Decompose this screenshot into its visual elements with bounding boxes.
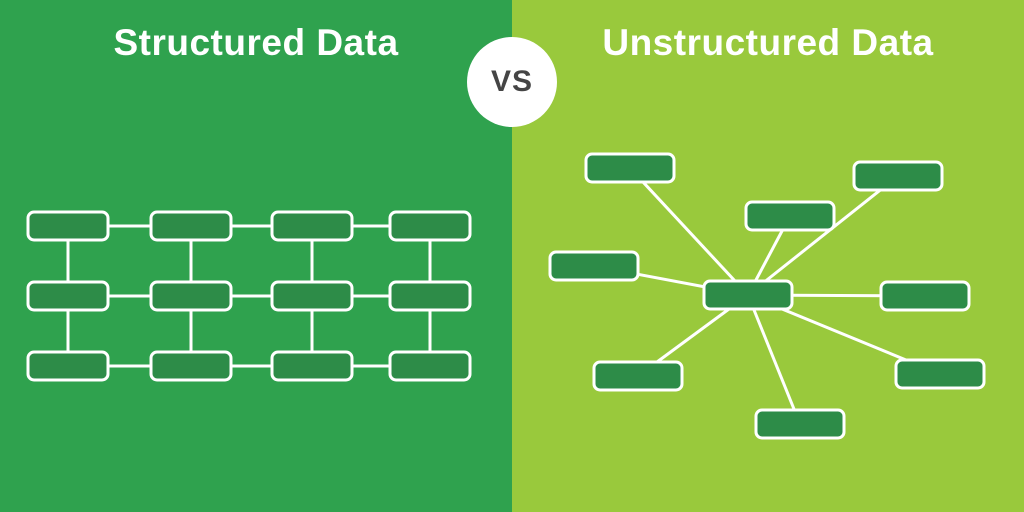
unstructured-title: Unstructured Data	[602, 22, 934, 63]
structured-title: Structured Data	[113, 22, 399, 63]
vs-label: VS	[490, 65, 534, 98]
structured-panel: Structured Data	[113, 22, 399, 63]
vs-badge: VS	[467, 37, 557, 127]
unstructured-panel: Unstructured Data	[512, 0, 1024, 512]
